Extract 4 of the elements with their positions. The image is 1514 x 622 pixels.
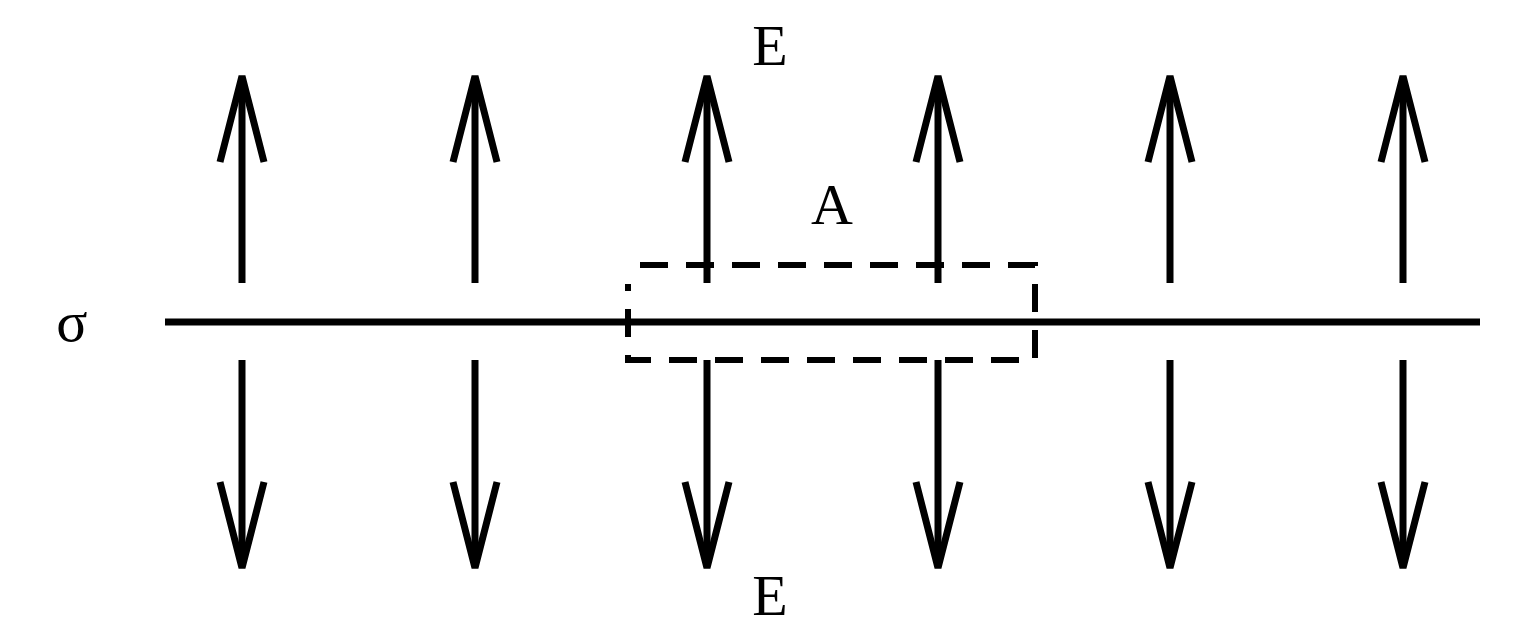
field-label: E [752, 567, 788, 622]
area-label: A [811, 176, 853, 234]
field-label: E [752, 17, 788, 75]
charge-density-label: σ [56, 293, 88, 351]
